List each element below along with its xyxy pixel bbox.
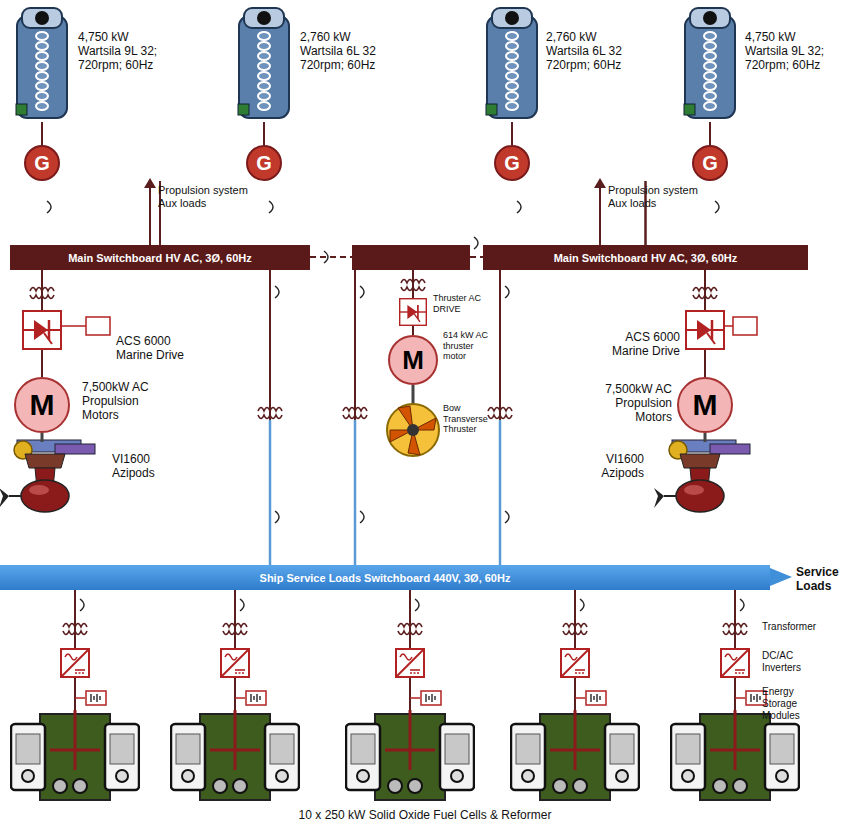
fuel-cell-branch-symbol	[561, 649, 589, 677]
azipod-label: VI1600 Azipods	[112, 452, 174, 480]
engine-rating: 4,750 kW Wartsila 9L 32; 720rpm; 60Hz	[78, 30, 166, 72]
drive-label: ACS 6000 Marine Drive	[116, 334, 196, 362]
symbol-letter: M	[402, 345, 424, 376]
aux-load-note: Propulsion system Aux loads	[158, 184, 256, 210]
fuel-cell-branch-symbol	[86, 691, 106, 705]
motor-label: 7,500kW AC Propulsion Motors	[592, 382, 672, 424]
fuel-cell-branch-symbol	[63, 624, 87, 635]
symbol-letter: M	[693, 388, 718, 422]
switchboard-bar: Main Switchboard HV AC, 3Ø, 60Hz	[10, 245, 310, 270]
caption: 10 x 250 kW Solid Oxide Fuel Cells & Ref…	[0, 808, 850, 822]
transformer-label: Transformer	[762, 621, 846, 633]
symbol-letter: G	[702, 152, 718, 175]
generator-circle: G	[692, 145, 728, 181]
switchboard-bar: Main Switchboard HV AC, 3Ø, 60Hz	[483, 245, 808, 270]
generator-circle: G	[24, 145, 60, 181]
engine-rating: 2,760 kW Wartsila 6L 32 720rpm; 60Hz	[546, 30, 634, 72]
motor-label: 614 kW AC thruster motor	[443, 330, 495, 362]
fuel-cell-branch-symbol	[563, 624, 587, 635]
generator-circle: G	[246, 145, 282, 181]
motor-label: 7,500kW AC Propulsion Motors	[82, 380, 162, 422]
service-switchboard-bar: Ship Service Loads Switchboard 440V, 3Ø,…	[0, 565, 770, 590]
fuel-cell-branch-symbol	[223, 624, 247, 635]
fuel-cell-branch-symbol	[586, 691, 606, 705]
fuel-cell-branch-symbol	[415, 599, 419, 611]
fuel-cell-branch-symbol	[246, 691, 266, 705]
fuel-cell-branch-symbol	[396, 649, 424, 677]
fuel-cell-branch-symbol	[723, 624, 747, 635]
storage-label: Energy Storage Modules	[762, 686, 822, 721]
drive-label: ACS 6000 Marine Drive	[590, 330, 680, 358]
symbol-letter: G	[504, 152, 520, 175]
fuel-cell-branch-symbol	[421, 691, 441, 705]
fuel-cell-branch-symbol	[721, 649, 749, 677]
switchboard-label: Ship Service Loads Switchboard 440V, 3Ø,…	[260, 572, 511, 584]
fuel-cell-branch-symbol	[61, 649, 89, 677]
azipod-label: VI1600 Azipods	[582, 452, 644, 480]
engine-rating: 2,760 kW Wartsila 6L 32 720rpm; 60Hz	[300, 30, 388, 72]
power-connector	[500, 270, 501, 565]
service-loads-label: Service Loads	[796, 565, 846, 593]
symbol-letter: M	[30, 388, 55, 422]
thruster-label: Bow Transverse Thruster	[443, 403, 495, 435]
power-connector	[270, 270, 271, 565]
symbol-letter: G	[34, 152, 50, 175]
aux-load-note: Propulsion system Aux loads	[608, 184, 706, 210]
fuel-cell-branch-symbol	[240, 599, 244, 611]
fuel-cell-branch-symbol	[740, 599, 744, 611]
motor-circle: M	[14, 377, 70, 433]
fuel-cell-branch-symbol	[398, 624, 422, 635]
switchboard-label: Main Switchboard HV AC, 3Ø, 60Hz	[68, 252, 252, 264]
drive-label: Thruster AC DRIVE	[433, 293, 485, 314]
engine-rating: 4,750 kW Wartsila 9L 32; 720rpm; 60Hz	[745, 30, 833, 72]
symbol-letter: G	[256, 152, 272, 175]
inverter-label: DC/AC Inverters	[762, 650, 822, 674]
fuel-cell-branch-symbol	[80, 599, 84, 611]
fuel-cell-branch-symbol	[580, 599, 584, 611]
generator-circle: G	[494, 145, 530, 181]
motor-circle: M	[677, 377, 733, 433]
switchboard-label: Main Switchboard HV AC, 3Ø, 60Hz	[554, 252, 738, 264]
motor-circle: M	[388, 335, 438, 385]
fuel-cell-branch-symbol	[221, 649, 249, 677]
